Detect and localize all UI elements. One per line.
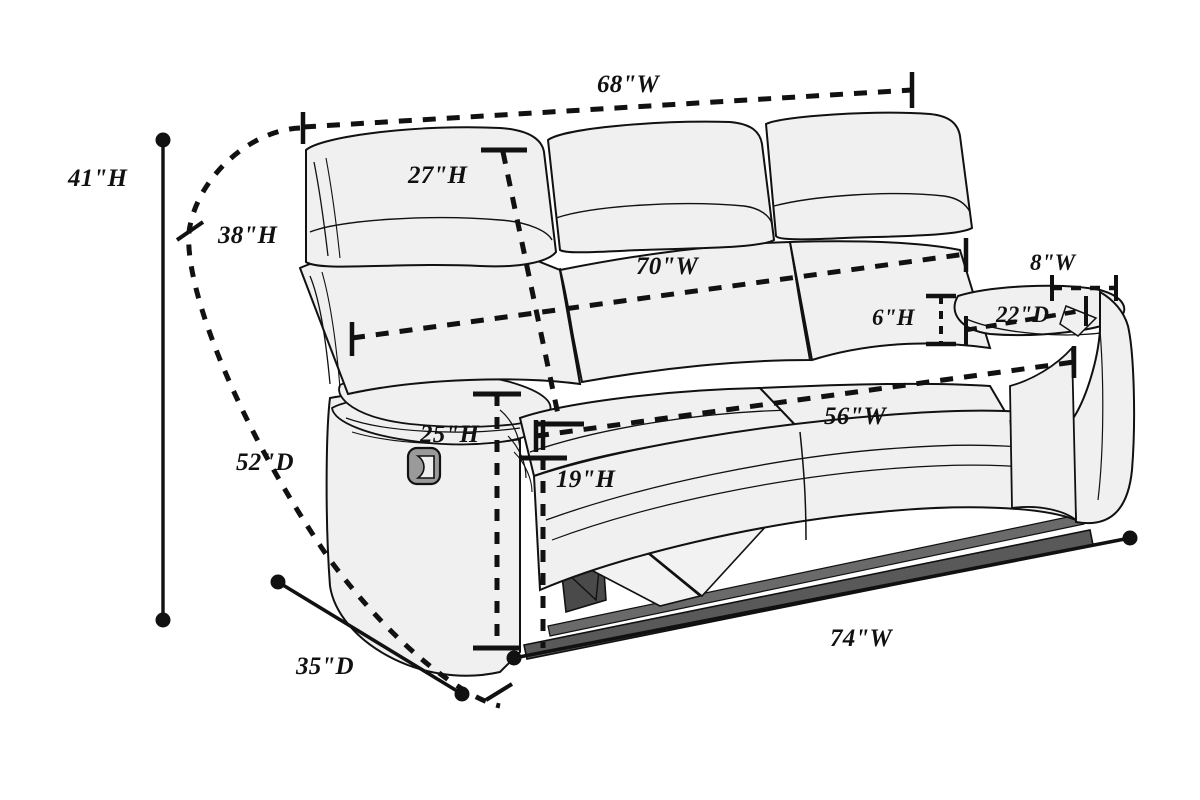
dimension-label-70W: 70"W: [636, 253, 699, 280]
dimension-label-52D: 52"D: [236, 449, 294, 476]
dimension-25H: 25"H: [419, 391, 521, 651]
dimension-label-22D: 22"D: [995, 302, 1049, 327]
dimension-label-38H: 38"H: [217, 222, 278, 249]
dimension-label-74W: 74"W: [830, 625, 893, 652]
right-headrest: [764, 111, 974, 241]
dimension-56W: 56"W: [533, 346, 1077, 452]
dimension-label-25H: 25"H: [419, 421, 480, 448]
dimension-label-68W: 68"W: [597, 71, 660, 98]
dimension-label-19H: 19"H: [556, 466, 616, 493]
left-headrest: [305, 126, 558, 268]
dimension-label-35D: 35"D: [295, 653, 354, 680]
back-cushion-seams: [559, 241, 811, 385]
dimension-70W: 70"W: [349, 238, 969, 356]
dimension-label-27H: 27"H: [407, 162, 468, 189]
sofa-illustration: [298, 111, 1136, 677]
dimension-19H: 19"H: [521, 420, 616, 648]
dimension-68W: 68"W: [300, 71, 915, 144]
dimension-74W: 74"W: [506, 530, 1138, 666]
dimension-35D: 35"D: [270, 574, 470, 702]
dimension-8W: 8"W: [1030, 250, 1118, 301]
dimension-label-8W: 8"W: [1030, 250, 1077, 275]
dimension-label-6H: 6"H: [872, 305, 916, 330]
center-headrest: [546, 120, 776, 254]
dimension-52D: 52"D: [236, 449, 514, 702]
recliner-handle[interactable]: [406, 446, 442, 486]
dimension-6H: 6"H: [872, 293, 956, 347]
dimension-27H: 27"H: [407, 147, 584, 427]
dimension-annotations: 41"H 38"H 52"D 68"W: [67, 71, 1138, 709]
left-armrest: [325, 363, 552, 677]
right-armrest: [953, 284, 1136, 525]
dimension-41H: 41"H: [67, 132, 171, 628]
dimension-38H: 38"H: [175, 125, 501, 709]
dimension-label-56W: 56"W: [824, 403, 887, 430]
dimension-label-41H: 41"H: [67, 165, 128, 192]
dimension-22D: 22"D: [964, 296, 1088, 346]
